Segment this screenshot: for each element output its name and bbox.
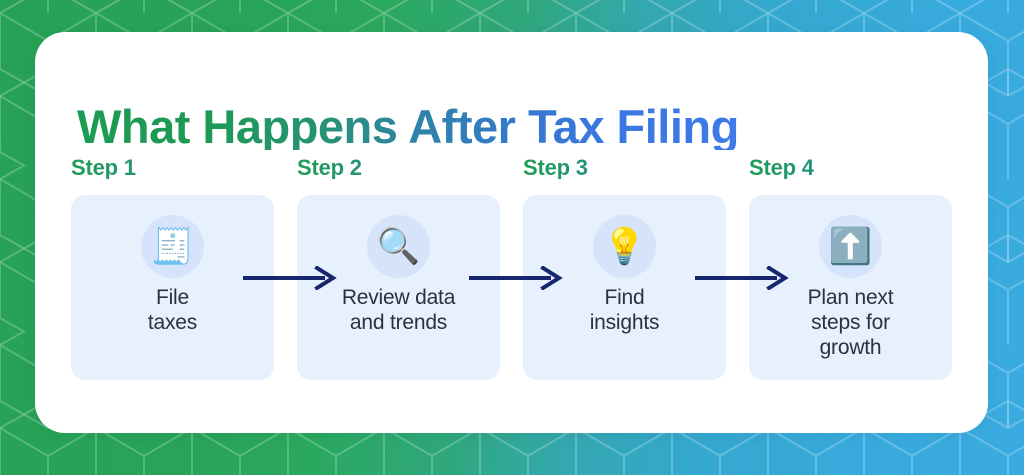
up-arrow-button-icon: ⬆️ [828,227,873,266]
step-labels-row: Step 1 Step 2 Step 3 Step 4 [71,157,991,179]
step-1-icon-badge: 🧾 [141,215,204,278]
step-2-icon-badge: 🔍 [367,215,430,278]
receipt-icon: 🧾 [150,227,195,266]
step-3-icon-badge: 💡 [593,215,656,278]
step-label-3: Step 3 [523,157,749,179]
content-panel: What Happens After Tax Filing Step 1 Ste… [35,32,988,433]
page-title: What Happens After Tax Filing [77,100,739,154]
step-label-1: Step 1 [71,157,297,179]
step-label-4: Step 4 [749,157,975,179]
light-bulb-icon: 💡 [602,227,647,266]
step-label-2: Step 2 [297,157,523,179]
magnifying-glass-icon: 🔍 [376,227,421,266]
step-4-icon-badge: ⬆️ [819,215,882,278]
